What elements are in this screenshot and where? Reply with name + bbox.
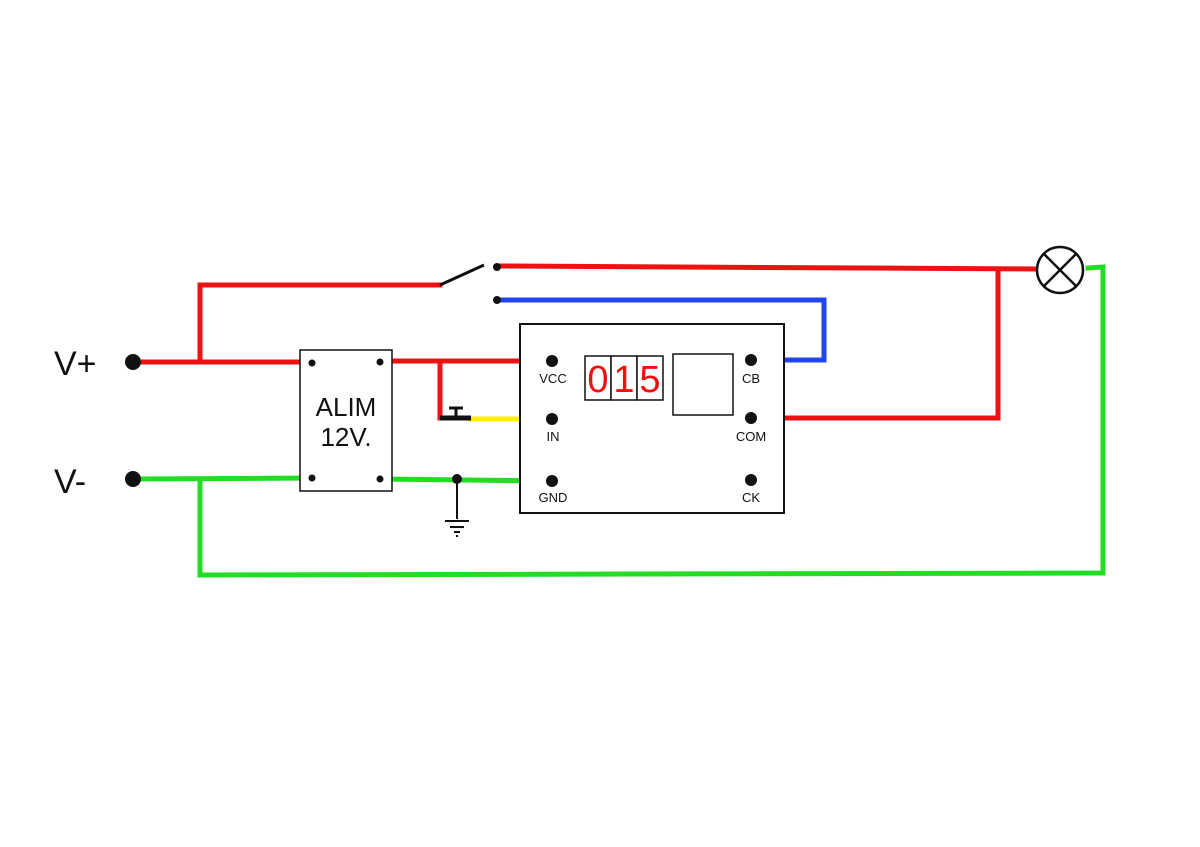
display-digit-3: 5 (639, 359, 660, 401)
wire-vminus-to-lamp (197, 264, 1106, 578)
pin-in: IN (546, 413, 560, 444)
display-digit-1: 0 (587, 359, 608, 401)
vplus-label: V+ (54, 345, 97, 383)
psu-label-line1: ALIM (316, 392, 377, 422)
display-digit-2: 1 (613, 359, 634, 401)
vminus-label: V- (54, 463, 86, 501)
terminal-vminus: V- (54, 463, 141, 501)
pin-cb: CB (742, 354, 760, 386)
psu-label-line2: 12V. (320, 422, 371, 452)
wire-com-to-lamp (749, 266, 1001, 421)
push-button-icon (440, 406, 471, 421)
wire-switch-nc-to-cb (495, 297, 827, 363)
power-supply-block: ALIM 12V. (299, 349, 393, 492)
pin-label-ck: CK (742, 490, 760, 505)
wire-vminus-to-psu (130, 475, 315, 482)
positive-wires (130, 263, 1039, 421)
pin-com: COM (736, 412, 766, 444)
wire-vplus-to-switch (197, 282, 443, 365)
terminal-vplus: V+ (54, 345, 141, 383)
wire-switch-to-lamp (495, 263, 1039, 272)
pin-label-vcc: VCC (539, 371, 566, 386)
relay-module: 0 1 5 VCC IN GND CB COM CK (519, 323, 785, 514)
pin-label-in: IN (547, 429, 560, 444)
ground-icon (445, 474, 469, 537)
pin-vcc: VCC (539, 355, 567, 386)
pin-label-com: COM (736, 429, 766, 444)
pin-gnd: GND (539, 475, 568, 505)
pin-ck: CK (742, 474, 760, 505)
digit-display: 0 1 5 (584, 355, 664, 401)
pin-label-gnd: GND (539, 490, 568, 505)
pin-label-cb: CB (742, 371, 760, 386)
lamp-icon (1035, 245, 1085, 295)
relay-component (672, 353, 734, 416)
switch-icon (439, 263, 501, 304)
